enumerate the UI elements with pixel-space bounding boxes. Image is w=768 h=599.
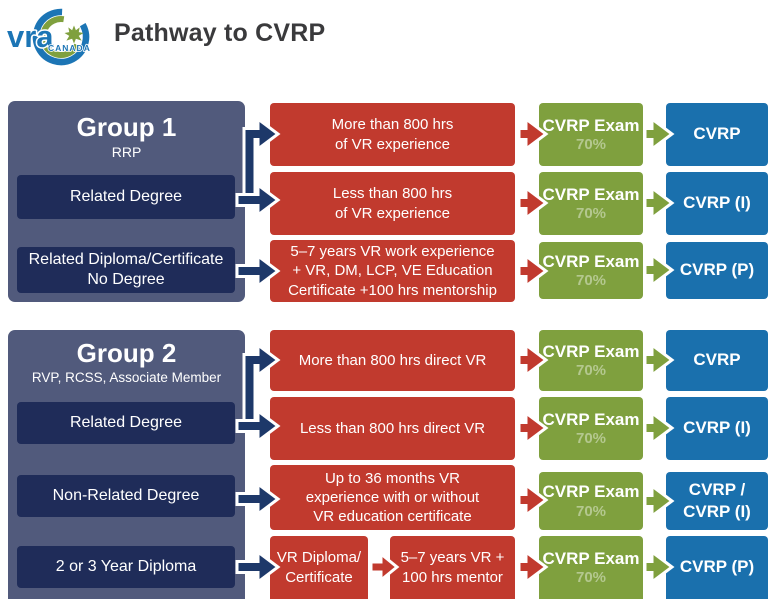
g2-row3-qualification-box: Up to 36 months VR experience with or wi…	[270, 465, 515, 530]
g1-row2-exam-box: CVRP Exam 70%	[539, 172, 643, 235]
g2-row2-qualification-box: Less than 800 hrs direct VR	[270, 397, 515, 460]
g2-row3-exam-box: CVRP Exam 70%	[539, 472, 643, 530]
g2-row3-result-box: CVRP / CVRP (I)	[666, 472, 768, 530]
exam-label: CVRP Exam	[542, 115, 640, 135]
group2-title: Group 2	[76, 338, 177, 368]
pass-mark: 70%	[575, 502, 607, 520]
g2-row2-result-box: CVRP (I)	[666, 397, 768, 460]
exam-label: CVRP Exam	[542, 482, 640, 502]
group1-source-related-degree: Related Degree	[17, 175, 235, 219]
g2-row1-exam-box: CVRP Exam 70%	[539, 330, 643, 391]
g1-row2-qualification-box: Less than 800 hrs of VR experience	[270, 172, 515, 235]
group2-source-diploma: 2 or 3 Year Diploma	[17, 546, 235, 588]
exam-label: CVRP Exam	[542, 548, 640, 568]
g1-row3-result-box: CVRP (P)	[666, 242, 768, 299]
g2-row4-exam-box: CVRP Exam 70%	[539, 536, 643, 599]
pass-mark: 70%	[575, 272, 607, 290]
g2-row2-exam-box: CVRP Exam 70%	[539, 397, 643, 460]
pass-mark: 70%	[575, 136, 607, 154]
g2-row1-qualification-box: More than 800 hrs direct VR	[270, 330, 515, 391]
logo-canada-text: CANADA	[48, 43, 91, 53]
logo-rings-icon	[32, 8, 90, 66]
g1-row1-exam-box: CVRP Exam 70%	[539, 103, 643, 166]
g1-row3-qualification-box: 5–7 years VR work experience + VR, DM, L…	[270, 240, 515, 302]
pass-mark: 70%	[575, 205, 607, 223]
g1-row3-exam-box: CVRP Exam 70%	[539, 242, 643, 299]
exam-label: CVRP Exam	[542, 184, 640, 204]
exam-label: CVRP Exam	[542, 409, 640, 429]
pass-mark: 70%	[575, 362, 607, 380]
pass-mark: 70%	[575, 569, 607, 587]
exam-label: CVRP Exam	[542, 341, 640, 361]
group1-panel: Group 1 RRP Related Degree Related Diplo…	[8, 101, 245, 302]
vra-canada-logo: vra CANADA	[6, 3, 106, 69]
g2-row4-result-box: CVRP (P)	[666, 536, 768, 599]
maple-leaf-icon	[64, 25, 84, 44]
group2-source-non-related-degree: Non-Related Degree	[17, 475, 235, 517]
g1-row1-result-box: CVRP	[666, 103, 768, 166]
g2-row4-step2-box: 5–7 years VR + 100 hrs mentor	[390, 536, 515, 599]
pass-mark: 70%	[575, 430, 607, 448]
group1-subtitle: RRP	[111, 143, 142, 160]
g1-row1-qualification-box: More than 800 hrs of VR experience	[270, 103, 515, 166]
group1-title: Group 1	[76, 112, 177, 142]
g2-row4-step1-box: VR Diploma/ Certificate	[270, 536, 368, 599]
group2-subtitle: RVP, RCSS, Associate Member	[31, 369, 222, 385]
group2-source-related-degree: Related Degree	[17, 402, 235, 444]
g1-row2-result-box: CVRP (I)	[666, 172, 768, 235]
logo-vra-text: vra	[7, 19, 54, 54]
group2-panel: Group 2 RVP, RCSS, Associate Member Rela…	[8, 330, 245, 599]
exam-label: CVRP Exam	[542, 251, 640, 271]
g2-row1-result-box: CVRP	[666, 330, 768, 391]
group1-source-related-diploma: Related Diploma/Certificate No Degree	[17, 247, 235, 293]
page-title: Pathway to CVRP	[114, 19, 326, 47]
